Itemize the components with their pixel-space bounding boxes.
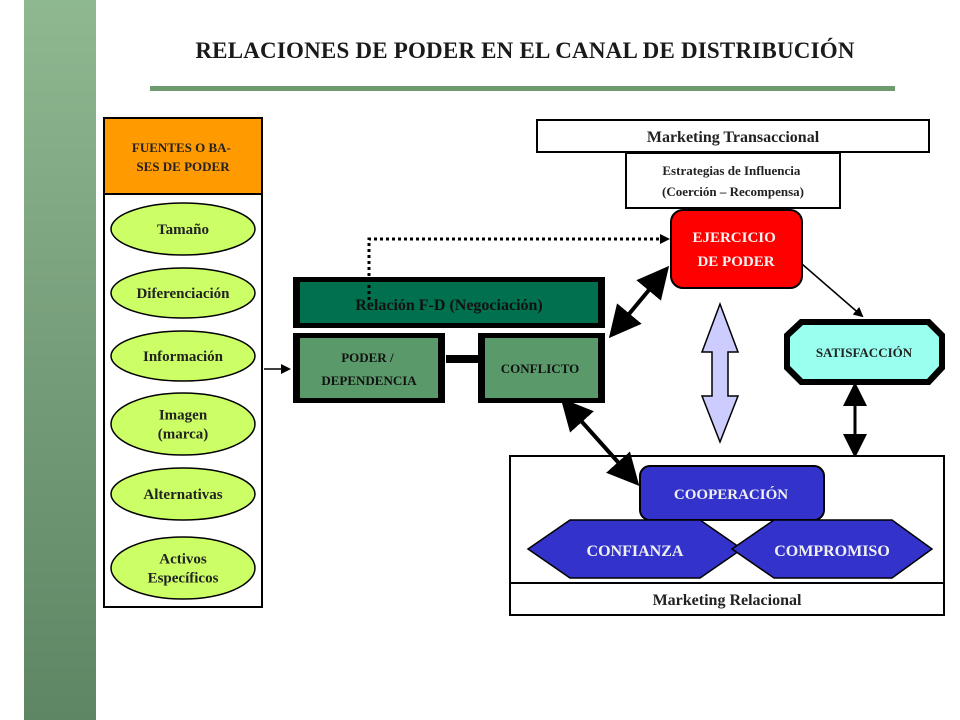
- decorative-sidebar: [24, 0, 96, 720]
- page-title: RELACIONES DE PODER EN EL CANAL DE DISTR…: [195, 38, 855, 63]
- power-source-label: Diferenciación: [136, 286, 230, 302]
- commitment-label: COMPROMISO: [774, 543, 890, 560]
- power-conflict-connector: [446, 355, 478, 363]
- relational-marketing-label: Marketing Relacional: [653, 592, 802, 609]
- relation-fd-label: Relación F-D (Negociación): [355, 297, 543, 314]
- power-source-oval: [110, 467, 256, 521]
- satisfaction-node: SATISFACCIÓN: [784, 319, 945, 385]
- trust-label: CONFIANZA: [587, 543, 684, 560]
- cooperation-box: [639, 465, 825, 521]
- commitment-hexagon: [730, 519, 934, 579]
- power-dependence-box: [300, 338, 438, 398]
- influence-strategies-label: Estrategias de Influencia (Coerción – Re…: [662, 163, 804, 199]
- relation-to-exercise-dotted-arrow: [367, 234, 670, 300]
- transactional-marketing: Marketing Transaccional Estrategias de I…: [536, 119, 930, 289]
- exercise-of-power-box: [670, 209, 803, 289]
- transactional-marketing-label: Marketing Transaccional: [647, 129, 820, 146]
- relational-marketing: Marketing Relacional COOPERACIÓN CONFIAN…: [509, 455, 945, 616]
- power-source-oval: [110, 330, 256, 382]
- influence-strategies-box: [625, 152, 841, 209]
- negotiation-exercise-arrow: [608, 265, 670, 339]
- power-source-label: Imagen(marca): [158, 408, 209, 443]
- exercise-of-power-label: EJERCICIO DE PODER: [692, 230, 779, 270]
- satisfaction-label: SATISFACCIÓN: [816, 345, 913, 360]
- conflict-box: [485, 338, 598, 398]
- relation-fd-box: [300, 282, 598, 323]
- power-source-oval: [110, 536, 256, 600]
- transactional-relational-double-arrow: [700, 301, 740, 445]
- power-source-label: Tamaño: [157, 222, 209, 238]
- power-source-label: Información: [143, 349, 224, 365]
- conflict-cooperation-arrow: [560, 398, 640, 486]
- power-source-oval: [110, 392, 256, 456]
- power-sources-panel: FUENTES O BA- SES DE PODER TamañoDiferen…: [103, 117, 263, 608]
- power-source-oval: [110, 267, 256, 319]
- power-source-label: Alternativas: [143, 487, 222, 503]
- negotiation-block: Relación F-D (Negociación) PODER / DEPEN…: [293, 277, 605, 403]
- cooperation-label: COOPERACIÓN: [674, 486, 788, 503]
- relational-marketing-label-box: [509, 582, 945, 616]
- power-dependence-label: PODER / DEPENDENCIA: [321, 350, 417, 388]
- transactional-marketing-box: [536, 119, 930, 153]
- power-source-oval: [110, 202, 256, 256]
- power-sources-header-text: FUENTES O BA- SES DE PODER: [132, 140, 234, 174]
- conflict-label: CONFLICTO: [501, 361, 580, 376]
- exercise-to-satisfaction-arrow: [801, 263, 864, 318]
- power-sources-header: [103, 117, 263, 195]
- title-underline: [150, 86, 895, 91]
